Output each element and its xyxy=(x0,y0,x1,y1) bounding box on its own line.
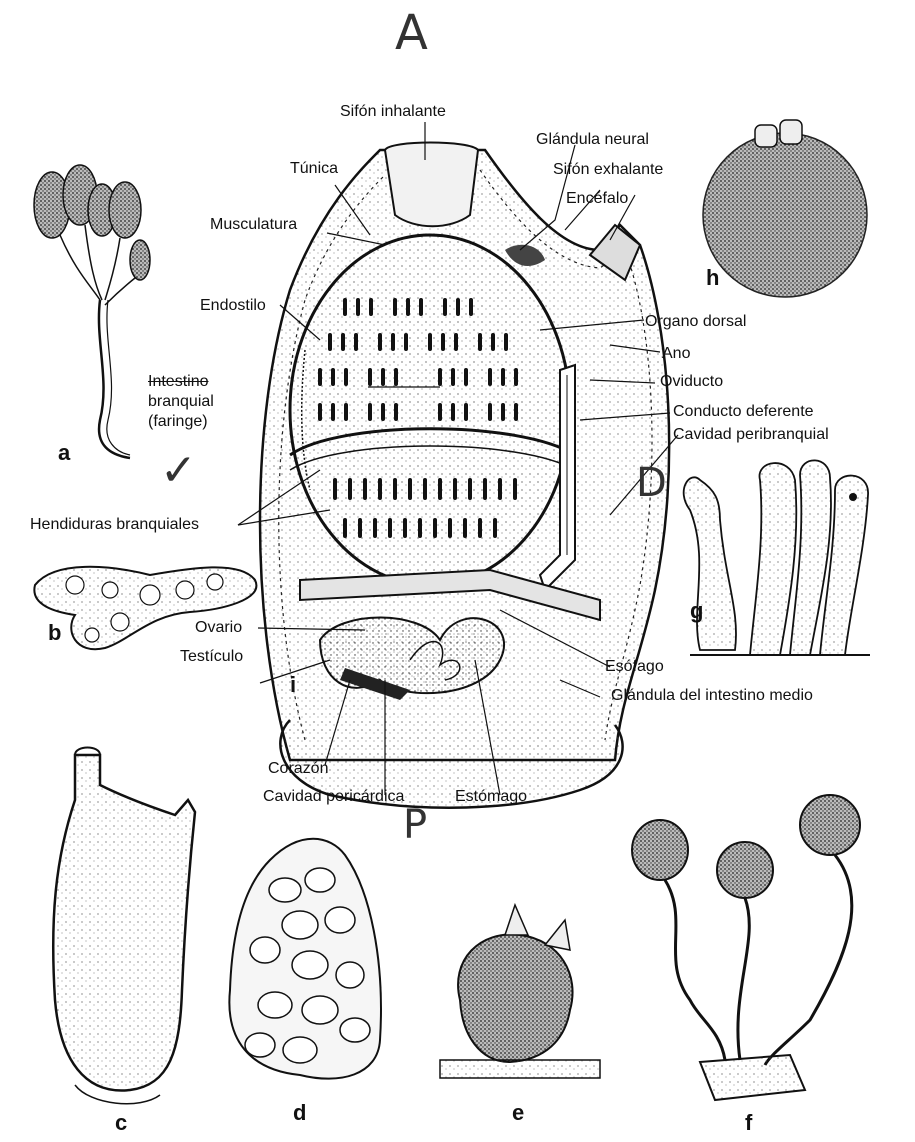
label-encefalo: Encéfalo xyxy=(566,190,628,208)
handwritten-d: D xyxy=(636,460,667,506)
panel-c-drawing xyxy=(53,748,195,1104)
label-tunica: Túnica xyxy=(290,160,338,178)
label-hendiduras: Hendiduras branquiales xyxy=(30,516,199,534)
handwritten-check: ✓ xyxy=(160,445,197,496)
panel-a-drawing xyxy=(34,165,150,458)
panel-letter-i: i xyxy=(290,672,296,698)
handwritten-p: P xyxy=(403,802,427,848)
handwritten-a: A xyxy=(395,5,428,61)
label-endostilo: Endostilo xyxy=(200,297,266,315)
panel-letter-g: g xyxy=(690,598,703,624)
panel-d-drawing xyxy=(229,839,381,1079)
label-ovario: Ovario xyxy=(195,619,242,637)
label-cavidad-peribranquial: Cavidad peribranquial xyxy=(673,426,829,444)
label-glandula-intestino: Glándula del intestino medio xyxy=(611,687,813,705)
label-branquial: branquial xyxy=(148,393,214,411)
label-sifon-exhalante: Sifón exhalante xyxy=(553,161,663,179)
panel-letter-h: h xyxy=(706,265,719,291)
label-testiculo: Testículo xyxy=(180,648,243,666)
label-musculatura: Musculatura xyxy=(210,216,297,234)
panel-letter-c: c xyxy=(115,1110,127,1136)
main-ascidian-drawing xyxy=(260,143,669,808)
label-conducto-deferente: Conducto deferente xyxy=(673,403,814,421)
panel-letter-e: e xyxy=(512,1100,524,1126)
panel-letter-d: d xyxy=(293,1100,306,1126)
label-estomago: Estómago xyxy=(455,788,527,806)
label-glandula-neural: Glándula neural xyxy=(536,131,649,149)
label-oviducto: Oviducto xyxy=(660,373,723,391)
label-ano: Ano xyxy=(662,345,690,363)
label-faringe: (faringe) xyxy=(148,413,208,431)
label-intestino-crossed: Intestino xyxy=(148,373,208,391)
label-esofago: Esófago xyxy=(605,658,664,676)
panel-letter-b: b xyxy=(48,620,61,646)
label-sifon-inhalante: Sifón inhalante xyxy=(340,103,446,121)
label-cavidad-pericardica: Cavidad pericárdica xyxy=(263,788,404,806)
panel-h-drawing xyxy=(703,120,867,297)
panel-f-drawing xyxy=(632,795,860,1100)
label-organo-dorsal: Organo dorsal xyxy=(645,313,746,331)
panel-letter-a: a xyxy=(58,440,70,466)
panel-letter-f: f xyxy=(745,1110,752,1136)
panel-g-drawing xyxy=(684,460,870,655)
label-corazon: Corazón xyxy=(268,760,328,778)
panel-e-drawing xyxy=(440,905,600,1078)
